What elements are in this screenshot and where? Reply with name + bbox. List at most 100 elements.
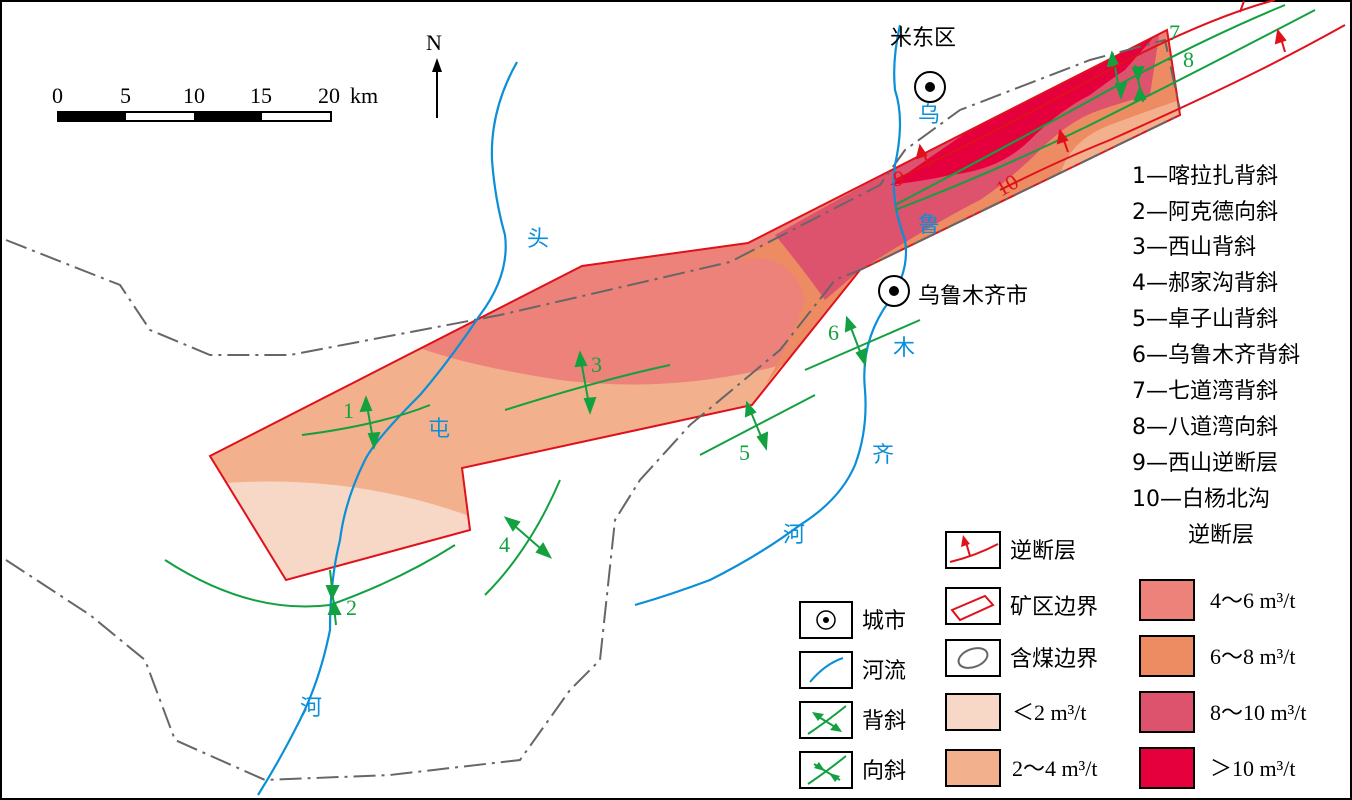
- fold-1-arrowhead-a: [359, 395, 373, 413]
- river-labels: 头 屯 河 乌 鲁 木 齐 河: [300, 103, 940, 721]
- structure-item-8: 8—八道湾向斜: [1132, 415, 1278, 440]
- legend-coal-shape: [957, 647, 989, 669]
- city-midong-dot: [925, 82, 935, 92]
- fold-4-arrowhead-a: [503, 516, 521, 532]
- fold-7-axis: [894, 4, 1286, 206]
- structure-item-7: 7—七道湾背斜: [1132, 379, 1278, 404]
- coal-boundary-north: [5, 38, 1181, 356]
- legend-anticline-arrowhead-a: [812, 712, 824, 721]
- fold-8-arrowhead-a: [1131, 65, 1145, 83]
- fold-1-axis: [301, 404, 431, 436]
- fault-9-arrowhead: [915, 143, 928, 160]
- legend-mine: 矿区边界: [945, 587, 1098, 625]
- legend-anticline-label: 背斜: [862, 709, 906, 734]
- north-arrow-head: [432, 58, 442, 72]
- legend-fault: 逆断层: [945, 531, 1076, 569]
- legend-6-8-swatch: [1139, 635, 1195, 677]
- legend-city-dot: [823, 617, 829, 623]
- fold-axes: [164, 4, 1316, 608]
- city-midong: [914, 71, 946, 103]
- legend-lt2-label: ＜2 m³/t: [1012, 700, 1086, 725]
- structure-item-6: 6—乌鲁木齐背斜: [1132, 343, 1300, 368]
- fault-9-tick-2: [1239, 0, 1245, 13]
- fold-number-3: 3: [591, 352, 602, 377]
- structure-item-1: 1—喀拉扎背斜: [1132, 164, 1278, 189]
- scale-bar: 0 5 10 15 20 km: [52, 83, 378, 122]
- fold-number-labels: 1 2 3 4 5 6 7 8: [343, 20, 1194, 620]
- place-midong: 米东区: [890, 26, 956, 51]
- legend-mine-shape: [950, 594, 995, 622]
- structure-item-4: 4—郝家沟背斜: [1132, 271, 1278, 296]
- legend-river-line: [809, 657, 844, 683]
- legend: 城市 河流 背斜 向斜 逆断层: [799, 531, 1306, 789]
- scale-tick-15: 15: [250, 83, 272, 108]
- legend-2-4-label: 2～4 m³/t: [1012, 756, 1097, 781]
- fold-6-arrowhead-b: [855, 347, 868, 367]
- scale-unit: km: [350, 83, 378, 108]
- fold-number-7: 7: [1169, 20, 1180, 45]
- coal-boundaries: [5, 38, 1181, 782]
- legend-8-10-swatch: [1139, 691, 1195, 733]
- fold-2-arrowhead-a: [325, 585, 340, 601]
- fold-6-arrowhead-a: [844, 315, 857, 333]
- structure-item-10: 10—白杨北沟: [1132, 487, 1270, 512]
- fold-7-arrowhead-a: [1106, 50, 1120, 68]
- legend-coal-label: 含煤边界: [1010, 647, 1098, 672]
- scale-bar-seg-1: [58, 112, 126, 121]
- legend-fault-arrowhead: [961, 535, 970, 547]
- toutun-label-2: 屯: [428, 417, 450, 442]
- fold-6-axis: [804, 319, 921, 371]
- legend-coal-swatch: [945, 639, 1001, 677]
- legend-anticline-arrowhead-b: [830, 723, 842, 732]
- legend-8-10: 8～10 m³/t: [1139, 691, 1306, 733]
- fold-number-1: 1: [343, 398, 354, 423]
- fold-number-8: 8: [1183, 47, 1194, 72]
- legend-syncline-arrowhead-b: [829, 773, 840, 782]
- legend-4-6-label: 4～6 m³/t: [1210, 588, 1295, 613]
- structure-item-2: 2—阿克德向斜: [1132, 200, 1278, 225]
- fold-4-arrowhead-b: [535, 542, 553, 559]
- fold-2-axis: [164, 544, 456, 608]
- fold-number-6: 6: [828, 320, 839, 345]
- legend-gt10-swatch: [1139, 747, 1195, 789]
- legend-city-label: 城市: [862, 609, 906, 634]
- fold-8-axis: [894, 9, 1316, 211]
- fault-number-9: 9: [893, 166, 904, 191]
- fault-10-arrowhead-2: [1274, 28, 1287, 45]
- legend-syncline-label: 向斜: [862, 759, 906, 784]
- fold-number-5: 5: [739, 440, 750, 465]
- legend-river: 河流: [799, 651, 906, 689]
- legend-8-10-label: 8～10 m³/t: [1210, 700, 1306, 725]
- scale-bar-seg-3: [194, 112, 262, 121]
- urumqi-label-2: 鲁: [918, 213, 940, 238]
- toutun-river: [257, 61, 518, 796]
- fold-arrows: [325, 50, 1147, 626]
- toutun-label-3: 河: [300, 696, 322, 721]
- fold-3-arrowhead-b: [583, 396, 597, 415]
- fault-10-arrowhead: [1056, 128, 1069, 145]
- fold-5-arrowhead-b: [756, 431, 769, 451]
- coal-boundary-south: [5, 114, 1181, 782]
- legend-4-6-swatch: [1139, 579, 1195, 621]
- legend-mine-label: 矿区边界: [1010, 595, 1098, 620]
- fold-5-arrowhead-a: [744, 400, 757, 418]
- legend-lt2-swatch: [945, 693, 1001, 731]
- fault-symbols: [915, 0, 1287, 169]
- legend-2-4-swatch: [945, 749, 1001, 787]
- legend-fault-label: 逆断层: [1010, 539, 1076, 564]
- structure-item-3: 3—西山背斜: [1132, 235, 1256, 260]
- city-urumqi-dot: [889, 286, 899, 296]
- legend-coal: 含煤边界: [945, 639, 1098, 677]
- legend-anticline: 背斜: [799, 701, 906, 739]
- urumqi-label-1: 乌: [918, 103, 940, 128]
- legend-4-6: 4～6 m³/t: [1139, 579, 1295, 621]
- urumqi-label-4: 齐: [872, 443, 894, 468]
- structure-list: 1—喀拉扎背斜 2—阿克德向斜 3—西山背斜 4—郝家沟背斜 5—卓子山背斜 6…: [1132, 164, 1300, 548]
- fold-number-4: 4: [499, 532, 510, 557]
- fold-number-2: 2: [346, 595, 357, 620]
- north-arrow: N: [426, 30, 442, 118]
- urumqi-label-5: 河: [783, 523, 805, 548]
- fault-10-line: [999, 24, 1346, 191]
- structure-item-5: 5—卓子山背斜: [1132, 307, 1278, 332]
- scale-tick-20: 20: [318, 83, 340, 108]
